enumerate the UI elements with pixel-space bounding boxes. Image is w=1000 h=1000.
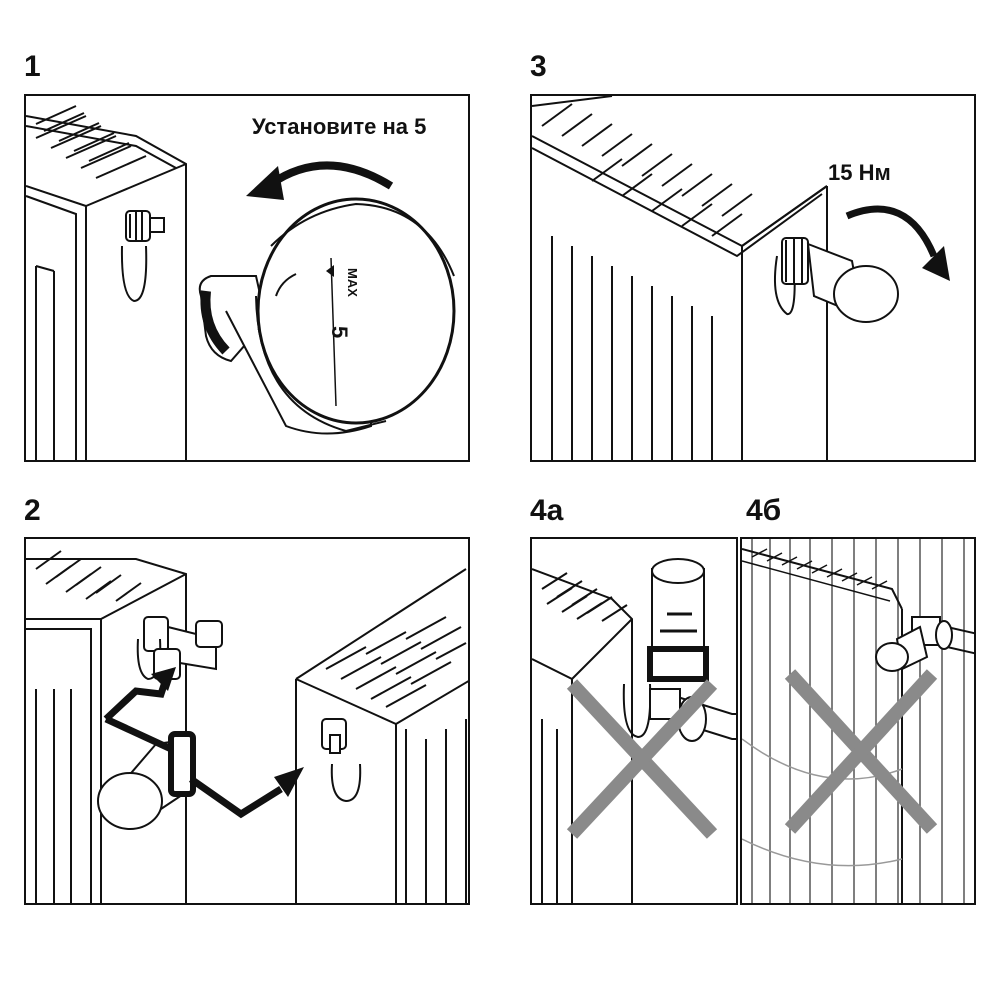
step-4b-illustration — [742, 539, 974, 903]
radiator-slots — [541, 572, 628, 622]
step-3-panel: 15 Нм — [530, 94, 976, 462]
radiator-fins — [551, 236, 713, 460]
step-1-caption: Установите на 5 — [252, 114, 427, 139]
curtain — [751, 539, 965, 903]
step-3-caption: 15 Нм — [828, 160, 891, 185]
thermostat-dial-marks: 5 MAX — [326, 265, 360, 338]
radiator-slots — [35, 550, 142, 602]
step-4a-number: 4а — [530, 494, 564, 527]
step-1-number: 1 — [24, 50, 41, 83]
curved-arrow-right-icon — [845, 205, 950, 281]
cross-icon — [566, 679, 718, 839]
curved-arrow-left-icon — [246, 161, 394, 200]
step-4b-number: 4б — [746, 494, 782, 527]
cross-icon — [784, 669, 938, 834]
radiator-slots-right — [325, 616, 467, 708]
radiator-slots — [751, 548, 888, 590]
step-3-illustration — [532, 96, 950, 460]
thermostat-head — [97, 731, 196, 830]
step-1-illustration: 5 MAX — [26, 105, 456, 460]
step-2-number: 2 — [24, 494, 41, 527]
thermostat-installed — [774, 237, 899, 323]
step-2-illustration — [26, 550, 468, 903]
thermostat-head-zoom — [198, 197, 456, 435]
step-3-number: 3 — [530, 50, 547, 83]
step-2-panel — [24, 537, 470, 905]
thermostat-vertical — [647, 558, 709, 682]
dial-mark-max: MAX — [345, 268, 360, 297]
step-4b-panel — [740, 537, 976, 905]
step-4a-illustration — [532, 558, 736, 903]
radiator-slots — [35, 105, 147, 179]
thermostat-horizontal — [875, 625, 929, 672]
arrow-icon — [103, 667, 304, 819]
radiator-slots — [541, 103, 753, 237]
dial-mark-5: 5 — [327, 326, 352, 338]
step-1-panel: 5 MAX Установите на 5 — [24, 94, 470, 462]
step-4a-panel — [530, 537, 738, 905]
